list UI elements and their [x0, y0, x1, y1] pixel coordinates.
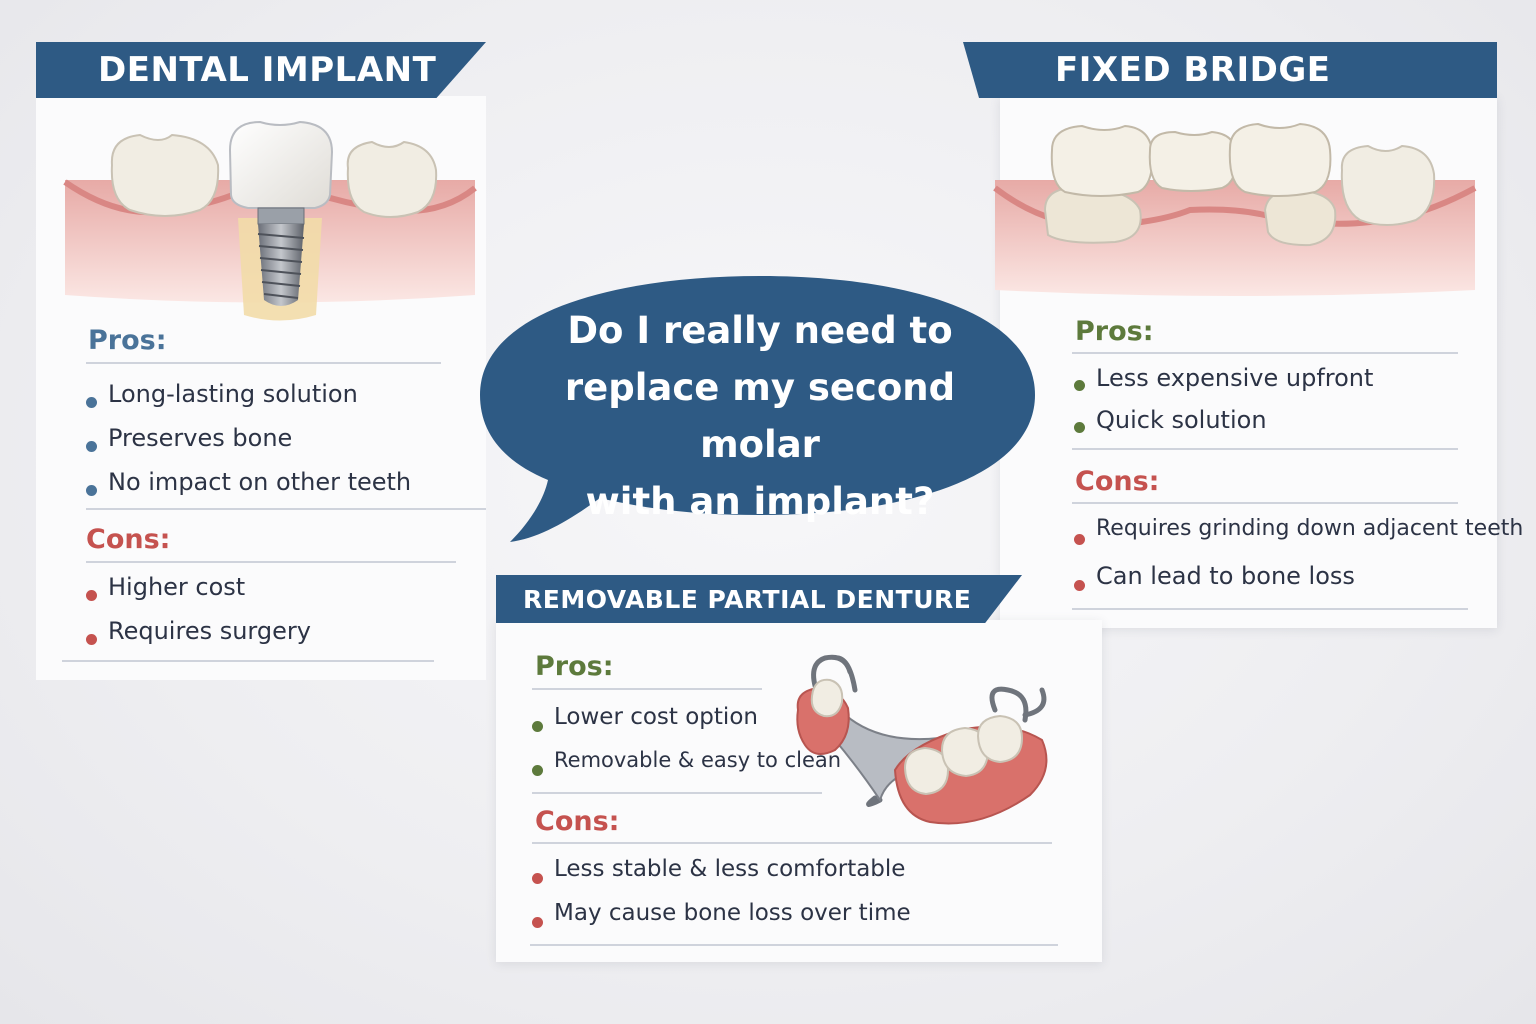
bridge-cons-list: Requires grinding down adjacent teeth Ca…	[1074, 516, 1523, 608]
question-line: Do I really need to	[567, 309, 953, 352]
bullet-icon	[86, 485, 97, 496]
divider	[532, 688, 762, 690]
bullet-icon	[532, 765, 543, 776]
list-item: Requires grinding down adjacent teeth	[1074, 516, 1523, 562]
dental-implant-illustration	[63, 120, 477, 321]
question-line: with an implant?	[585, 480, 935, 523]
list-item: May cause bone loss over time	[532, 900, 911, 944]
bullet-icon	[1074, 534, 1085, 545]
denture-pros-heading: Pros:	[535, 651, 614, 682]
question-line: replace my second molar	[564, 366, 956, 466]
denture-banner: REMOVABLE PARTIAL DENTURE	[496, 575, 1022, 623]
fixed-bridge-title: FIXED BRIDGE	[1055, 50, 1331, 90]
bullet-icon	[1074, 380, 1085, 391]
question-text: Do I really need to replace my second mo…	[500, 302, 1020, 530]
implant-pros-heading: Pros:	[88, 325, 167, 356]
bullet-icon	[532, 873, 543, 884]
fixed-bridge-illustration	[993, 122, 1477, 296]
denture-pros-list: Lower cost option Removable & easy to cl…	[532, 704, 841, 792]
list-item: Higher cost	[86, 573, 311, 617]
list-item: Preserves bone	[86, 424, 411, 468]
bullet-icon	[86, 590, 97, 601]
bridge-pros-list: Less expensive upfront Quick solution	[1074, 364, 1373, 448]
divider	[86, 362, 441, 364]
divider	[532, 792, 822, 794]
bridge-pros-heading: Pros:	[1075, 316, 1154, 347]
list-item: Requires surgery	[86, 617, 311, 661]
bridge-cons-heading: Cons:	[1075, 466, 1160, 497]
speech-bubble	[480, 276, 1035, 542]
dental-implant-banner: DENTAL IMPLANT	[36, 42, 486, 98]
bullet-icon	[86, 441, 97, 452]
divider	[86, 508, 486, 510]
list-item: Quick solution	[1074, 406, 1373, 448]
fixed-bridge-banner: FIXED BRIDGE	[963, 42, 1497, 98]
divider	[1072, 502, 1458, 504]
list-item: Lower cost option	[532, 704, 841, 748]
list-item: Can lead to bone loss	[1074, 562, 1523, 608]
list-item: Less stable & less comfortable	[532, 856, 911, 900]
divider	[532, 842, 1052, 844]
divider	[86, 561, 456, 563]
list-item: No impact on other teeth	[86, 468, 411, 512]
bullet-icon	[86, 397, 97, 408]
divider	[62, 660, 434, 662]
list-item: Less expensive upfront	[1074, 364, 1373, 406]
bullet-icon	[86, 634, 97, 645]
denture-cons-heading: Cons:	[535, 806, 620, 837]
partial-denture-illustration	[796, 654, 1048, 825]
bullet-icon	[532, 917, 543, 928]
implant-cons-heading: Cons:	[86, 524, 171, 555]
divider	[530, 944, 1058, 946]
bullet-icon	[1074, 422, 1085, 433]
divider	[1072, 352, 1458, 354]
bullet-icon	[1074, 580, 1085, 591]
divider	[1072, 448, 1458, 450]
implant-pros-list: Long-lasting solution Preserves bone No …	[86, 380, 411, 512]
denture-cons-list: Less stable & less comfortable May cause…	[532, 856, 911, 944]
list-item: Removable & easy to clean	[532, 748, 841, 792]
dental-implant-title: DENTAL IMPLANT	[98, 50, 437, 90]
implant-cons-list: Higher cost Requires surgery	[86, 573, 311, 661]
divider	[1072, 608, 1468, 610]
list-item: Long-lasting solution	[86, 380, 411, 424]
bullet-icon	[532, 721, 543, 732]
denture-title: REMOVABLE PARTIAL DENTURE	[523, 584, 972, 614]
